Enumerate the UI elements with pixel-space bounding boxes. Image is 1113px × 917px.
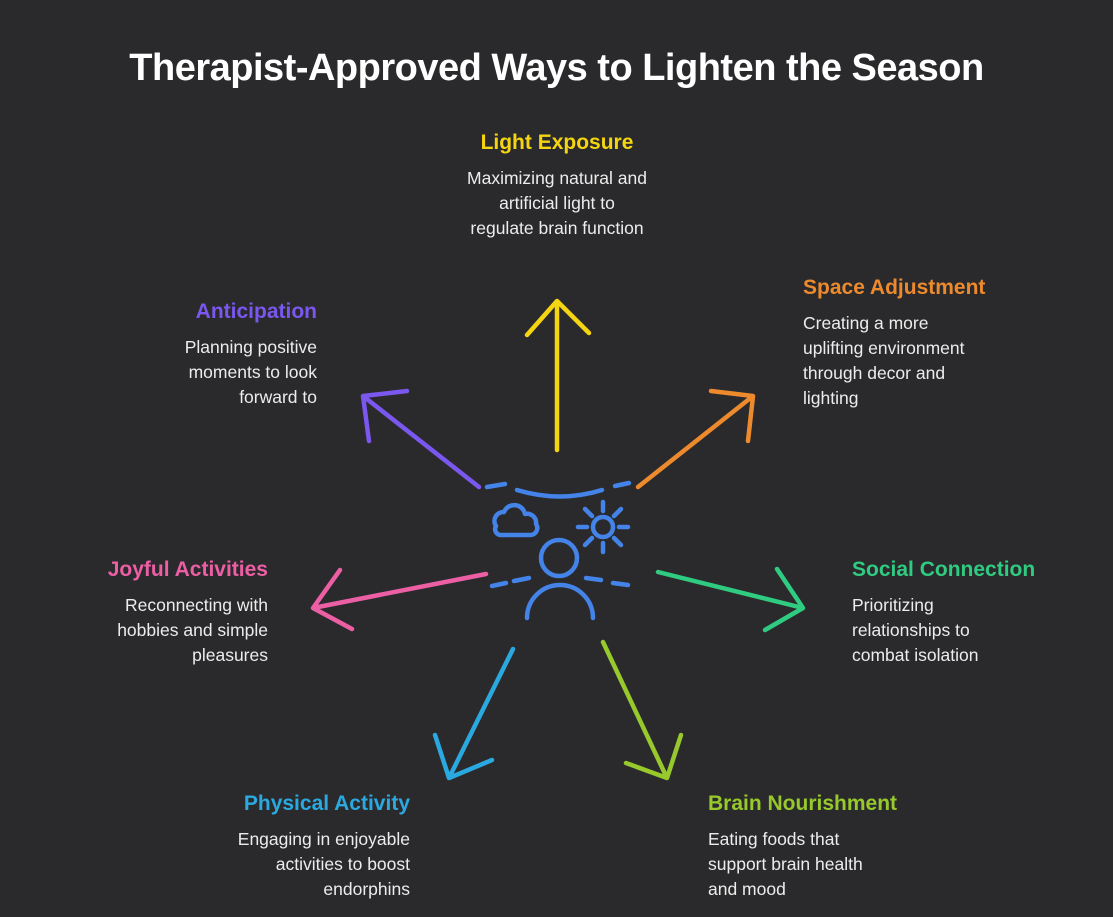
bottom-dashes-right	[583, 575, 631, 588]
arrow-social-connection	[655, 566, 806, 633]
section-social-connection: Social Connection Prioritizing relations…	[852, 558, 1042, 668]
top-dash-left	[484, 481, 508, 490]
arrow-anticipation	[360, 388, 482, 490]
section-heading: Joyful Activities	[107, 558, 268, 581]
section-description: Creating a more uplifting environment th…	[803, 313, 965, 409]
section-heading: Light Exposure	[480, 131, 634, 154]
section-heading: Anticipation	[195, 300, 317, 323]
cloud-icon	[492, 502, 540, 538]
arrow-space-adjustment	[635, 388, 756, 490]
section-description: Engaging in enjoyable activities to boos…	[237, 829, 410, 900]
section-description: Reconnecting with hobbies and simple ple…	[117, 595, 268, 666]
page-title: Therapist-Approved Ways to Lighten the S…	[129, 47, 984, 90]
section-heading: Social Connection	[852, 558, 1036, 581]
top-curve	[514, 487, 605, 499]
section-heading: Physical Activity	[243, 792, 410, 815]
top-dash-right	[612, 480, 632, 489]
section-light-exposure: Light Exposure Maximizing natural and ar…	[387, 131, 727, 241]
bottom-dashes-left	[489, 575, 532, 589]
section-description: Eating foods that support brain health a…	[708, 829, 863, 900]
arrow-brain-nourishment	[600, 639, 684, 781]
section-joyful-activities: Joyful Activities Reconnecting with hobb…	[58, 558, 268, 668]
section-anticipation: Anticipation Planning positive moments t…	[107, 300, 317, 410]
section-heading: Brain Nourishment	[708, 792, 898, 815]
person-icon	[524, 537, 596, 621]
arrow-joyful-activities	[310, 567, 489, 632]
sun-icon	[575, 499, 631, 555]
section-heading: Space Adjustment	[803, 276, 986, 299]
section-space-adjustment: Space Adjustment Creating a more uplifti…	[803, 276, 1018, 411]
section-description: Maximizing natural and artificial light …	[467, 168, 647, 239]
arrow-physical-activity	[432, 646, 516, 781]
center-illustration	[484, 480, 632, 621]
arrow-light-exposure	[524, 298, 592, 453]
section-description: Prioritizing relationships to combat iso…	[852, 595, 979, 666]
section-description: Planning positive moments to look forwar…	[184, 337, 317, 408]
section-brain-nourishment: Brain Nourishment Eating foods that supp…	[708, 792, 938, 902]
section-physical-activity: Physical Activity Engaging in enjoyable …	[200, 792, 410, 902]
